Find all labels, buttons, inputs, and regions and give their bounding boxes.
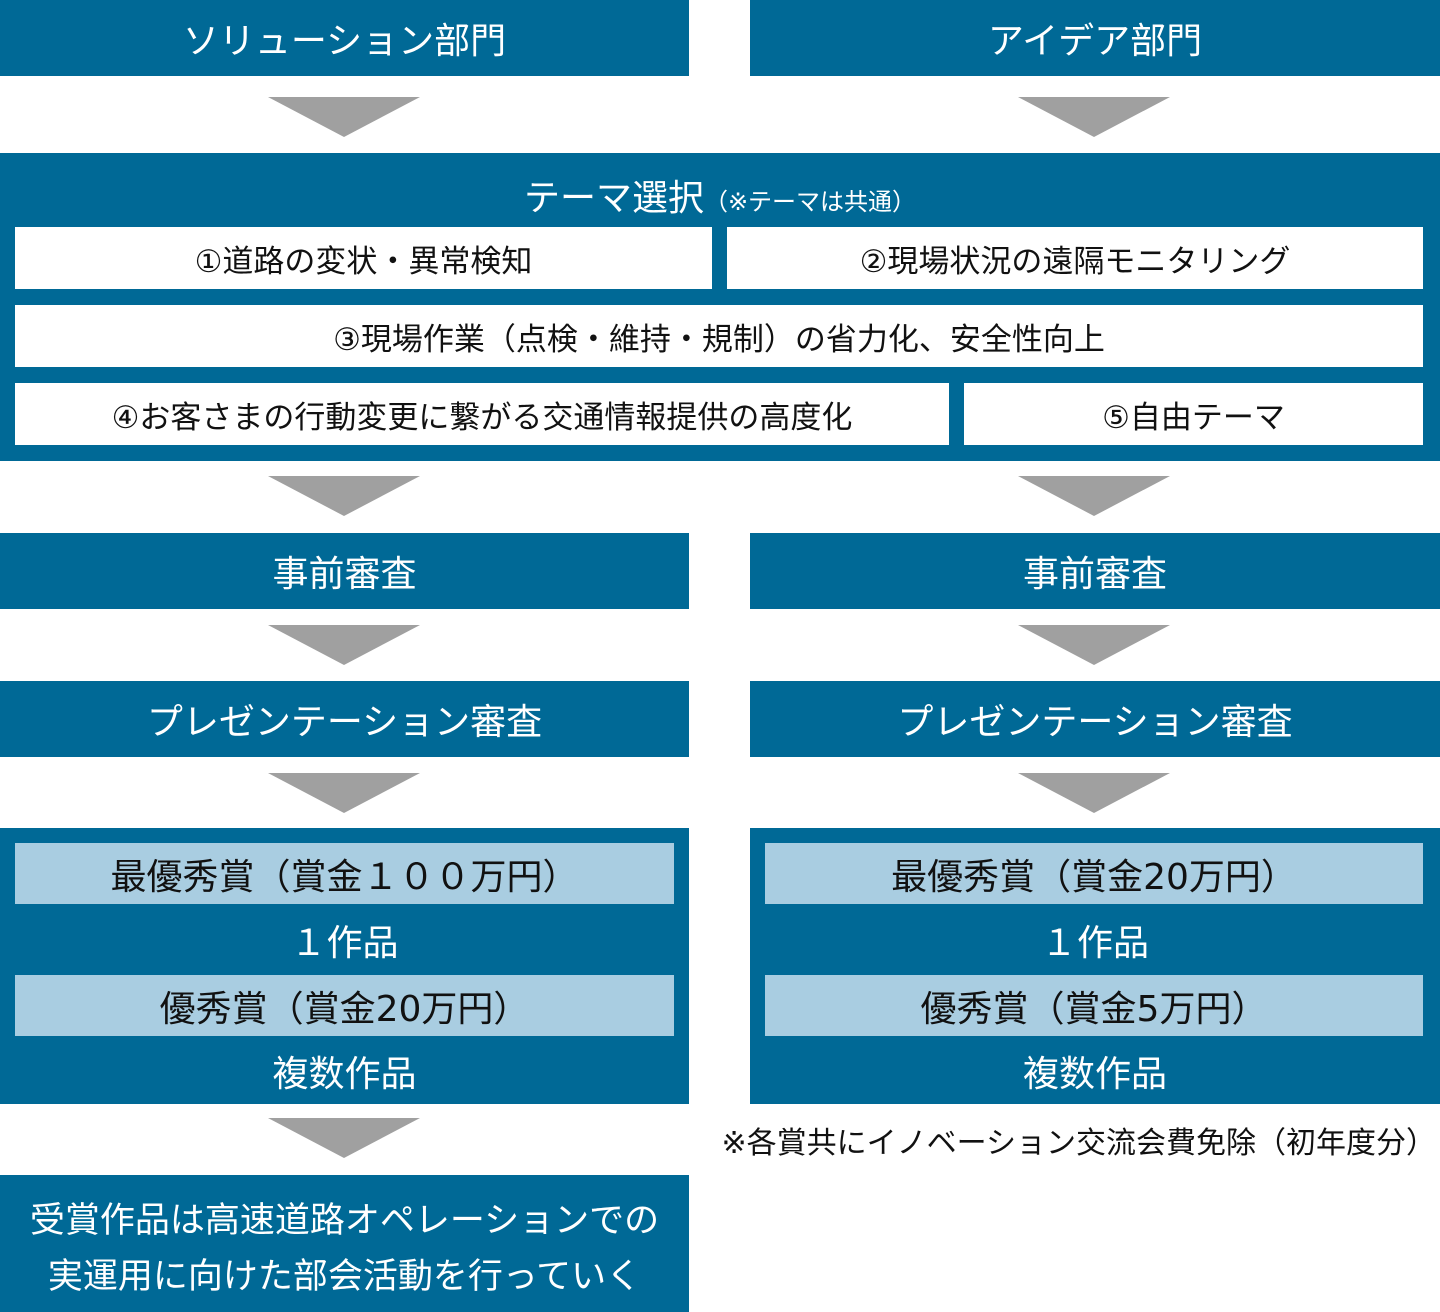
down-arrow-icon <box>268 1118 420 1158</box>
theme-item-label: ⑤自由テーマ <box>1102 399 1285 436</box>
down-arrow-icon <box>1018 476 1170 516</box>
solution-awards-box: 最優秀賞（賞金１００万円） １作品 優秀賞（賞金20万円） 複数作品 <box>0 828 689 1104</box>
theme-item-1: ①道路の変状・異常検知 <box>15 227 712 289</box>
prize-label: 最優秀賞（賞金１００万円） <box>110 856 579 898</box>
theme-title-text: テーマ選択 <box>523 178 704 219</box>
footnote: ※各賞共にイノベーション交流会費免除（初年度分） <box>721 1126 1436 1161</box>
theme-item-4: ④お客さまの行動変更に繋がる交通情報提供の高度化 <box>15 383 949 445</box>
theme-item-3: ③現場作業（点検・維持・規制）の省力化、安全性向上 <box>15 305 1423 367</box>
solution-prescreen: 事前審査 <box>0 533 689 609</box>
step-label: プレゼンテーション審査 <box>146 702 543 743</box>
theme-item-label: ①道路の変状・異常検知 <box>194 243 533 280</box>
prize-label: 優秀賞（賞金20万円） <box>159 988 530 1030</box>
down-arrow-icon <box>1018 625 1170 665</box>
down-arrow-icon <box>268 773 420 813</box>
step-label: プレゼンテーション審査 <box>897 702 1293 743</box>
theme-item-2: ②現場状況の遠隔モニタリング <box>727 227 1423 289</box>
final-line-1: 受賞作品は高速道路オペレーションでの <box>29 1201 660 1241</box>
theme-item-label: ④お客さまの行動変更に繋がる交通情報提供の高度化 <box>111 399 853 436</box>
header-label: アイデア部門 <box>987 21 1203 62</box>
theme-selection-box: テーマ選択（※テーマは共通） ①道路の変状・異常検知 ②現場状況の遠隔モニタリン… <box>0 153 1440 461</box>
prize-label: 優秀賞（賞金5万円） <box>920 988 1268 1030</box>
idea-awards-box: 最優秀賞（賞金20万円） １作品 優秀賞（賞金5万円） 複数作品 <box>750 828 1440 1104</box>
final-line-2: 実運用に向けた部会活動を行っていく <box>47 1257 642 1297</box>
theme-item-label: ②現場状況の遠隔モニタリング <box>859 243 1291 280</box>
excellence-prize: 優秀賞（賞金20万円） <box>15 975 674 1036</box>
solution-division-header: ソリューション部門 <box>0 0 689 76</box>
prize-label: 最優秀賞（賞金20万円） <box>891 856 1297 898</box>
down-arrow-icon <box>268 625 420 665</box>
down-arrow-icon <box>1018 97 1170 137</box>
down-arrow-icon <box>1018 773 1170 813</box>
excellence-prize: 優秀賞（賞金5万円） <box>765 975 1423 1036</box>
theme-item-5: ⑤自由テーマ <box>964 383 1423 445</box>
down-arrow-icon <box>268 476 420 516</box>
down-arrow-icon <box>268 97 420 137</box>
grand-prize: 最優秀賞（賞金１００万円） <box>15 843 674 904</box>
idea-prescreen: 事前審査 <box>750 533 1440 609</box>
grand-prize-count: １作品 <box>1040 923 1149 964</box>
idea-presentation-review: プレゼンテーション審査 <box>750 681 1440 757</box>
theme-item-label: ③現場作業（点検・維持・規制）の省力化、安全性向上 <box>333 321 1105 358</box>
theme-note: （※テーマは共通） <box>703 188 917 216</box>
solution-presentation-review: プレゼンテーション審査 <box>0 681 689 757</box>
grand-prize: 最優秀賞（賞金20万円） <box>765 843 1423 904</box>
excellence-prize-count: 複数作品 <box>272 1054 417 1095</box>
header-label: ソリューション部門 <box>182 21 507 62</box>
step-label: 事前審査 <box>1022 554 1167 595</box>
theme-title: テーマ選択（※テーマは共通） <box>0 169 1440 221</box>
grand-prize-count: １作品 <box>290 923 399 964</box>
idea-division-header: アイデア部門 <box>750 0 1440 76</box>
excellence-prize-count: 複数作品 <box>1022 1054 1167 1095</box>
step-label: 事前審査 <box>272 554 417 595</box>
final-outcome-box: 受賞作品は高速道路オペレーションでの 実運用に向けた部会活動を行っていく <box>0 1175 689 1312</box>
